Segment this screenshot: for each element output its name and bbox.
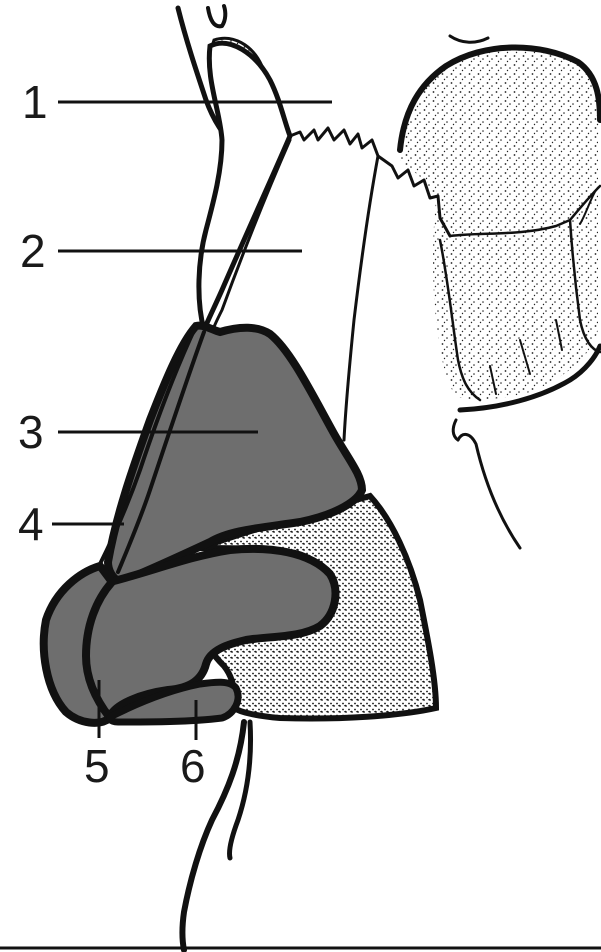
orbit-stipple [400, 45, 599, 399]
label-2: 2 [20, 225, 46, 277]
label-6: 6 [180, 740, 206, 792]
orbit-zygoma [378, 36, 600, 410]
soft-tissue-lines [453, 420, 520, 548]
label-3: 3 [18, 406, 44, 458]
label-5: 5 [84, 740, 110, 792]
nasal-bone-shape [199, 43, 290, 330]
nasal-bone [199, 43, 290, 330]
label-4: 4 [18, 498, 44, 550]
label-1: 1 [22, 76, 48, 128]
